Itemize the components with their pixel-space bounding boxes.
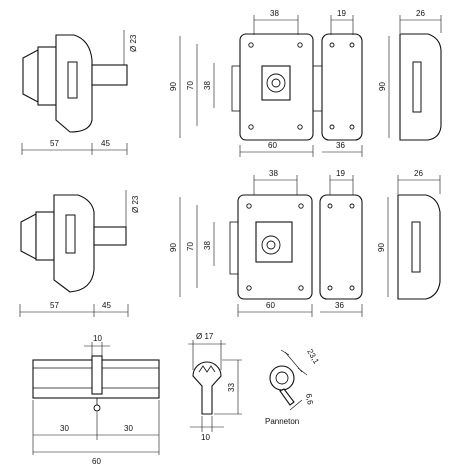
label-panneton-radius: 23,1 (305, 348, 321, 366)
label-profile-base: 10 (201, 433, 210, 442)
top-label-side-height: 90 (378, 82, 387, 91)
top-dim-length: 57 45 (21, 139, 128, 155)
euro-cylinder (32, 355, 160, 412)
middle-label-keeper-base: 36 (335, 301, 344, 310)
middle-label-side-height: 90 (377, 243, 386, 252)
top-front-plate (231, 33, 324, 141)
middle-label-side-depth: 26 (414, 169, 423, 178)
top-label-side-depth: 26 (416, 9, 425, 18)
label-panneton-offset: 6,6 (304, 393, 315, 406)
middle-label-plate-base: 60 (266, 301, 275, 310)
top-dim-diameter: Ø 23 (123, 30, 138, 65)
middle-front-plate (229, 194, 313, 300)
middle-side-view (20, 194, 127, 293)
cylinder-profile: Ø 17 33 10 (188, 332, 242, 442)
middle-keeper: 19 36 (319, 169, 363, 317)
top-row: Ø 23 57 45 38 (21, 9, 442, 157)
top-label-keeper-width: 19 (337, 9, 346, 18)
middle-side-profile: 26 90 (377, 169, 441, 300)
middle-label-inner-38: 38 (203, 241, 212, 250)
panneton-view: 23,1 6,6 Panneton (265, 348, 321, 427)
middle-dim-diameter: Ø 23 (125, 190, 140, 227)
top-label-length: 57 (50, 139, 59, 148)
top-side-view (22, 34, 128, 133)
middle-label-length: 57 (50, 301, 59, 310)
label-half-right: 30 (124, 424, 133, 433)
top-plate-dims: 38 90 70 38 60 (169, 9, 314, 157)
middle-row: Ø 23 57 45 38 90 (19, 169, 441, 317)
top-side-profile: 26 90 (378, 9, 442, 141)
middle-label-plate-width: 38 (269, 169, 278, 178)
middle-label-projection: 45 (102, 301, 111, 310)
label-panneton: Panneton (265, 417, 299, 426)
bottom-row: 10 30 30 60 Ø 17 33 10 (32, 332, 321, 466)
label-total-length: 60 (92, 457, 101, 466)
middle-dim-length: 57 45 (19, 301, 129, 317)
middle-plate-dims: 38 90 70 38 60 (169, 169, 313, 317)
euro-cylinder-dims: 10 30 30 60 (32, 334, 160, 466)
top-label-plate-width: 38 (270, 9, 279, 18)
middle-label-inner-70: 70 (186, 242, 195, 251)
top-label-plate-height: 90 (169, 82, 178, 91)
label-cam-width: 10 (93, 334, 102, 343)
middle-label-keeper-width: 19 (336, 169, 345, 178)
top-label-plate-base: 60 (268, 141, 277, 150)
middle-label-plate-height: 90 (169, 243, 178, 252)
top-label-inner-70: 70 (186, 81, 195, 90)
label-half-left: 30 (60, 424, 69, 433)
top-label-projection: 45 (101, 139, 110, 148)
top-label-diameter: Ø 23 (129, 34, 138, 52)
label-profile-height: 33 (227, 383, 236, 392)
top-label-inner-38: 38 (203, 81, 212, 90)
top-keeper: 19 36 (321, 9, 363, 157)
top-label-keeper-base: 36 (336, 141, 345, 150)
middle-label-diameter: Ø 23 (131, 195, 140, 213)
label-profile-diameter: Ø 17 (196, 332, 214, 341)
